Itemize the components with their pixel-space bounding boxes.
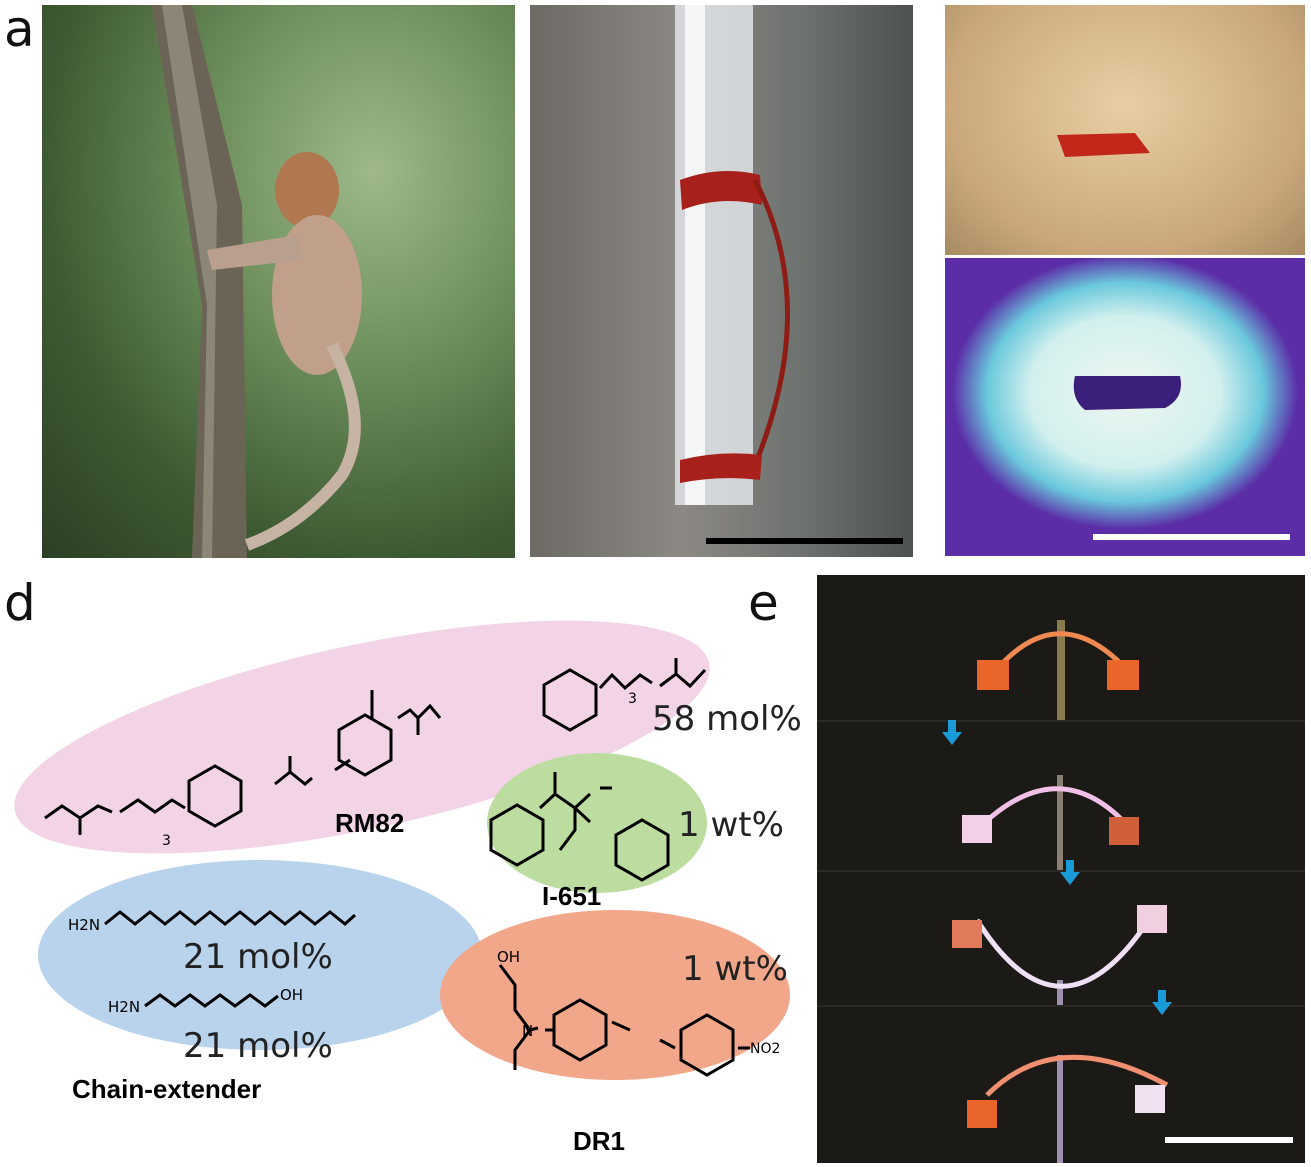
benzene-ring (679, 1013, 735, 1077)
amine-label-1: H2N (68, 916, 100, 934)
tube-with-ribbon (675, 5, 903, 544)
panel-label-e: e (748, 574, 779, 632)
down-arrow-icon (1152, 990, 1172, 1015)
hydroxyl-label: OH (280, 986, 303, 1004)
i651-amount: 1 wt% (678, 805, 784, 845)
rm82-repeat-right: 3 (628, 691, 637, 707)
ribbon-photo-top (945, 5, 1305, 255)
actuation-frames (817, 620, 1305, 1163)
rm82-repeat-left: 3 (162, 833, 171, 849)
scale-bar-b (706, 538, 903, 544)
dr1-name: DR1 (573, 1126, 625, 1156)
dr1-nitro-label: NO2 (750, 1041, 780, 1057)
panel-label-d: d (4, 574, 36, 632)
down-arrow-icon (942, 720, 962, 745)
rm82-amount: 58 mol% (652, 699, 802, 739)
rm82-name: RM82 (335, 808, 404, 838)
scale-bar-e (1165, 1137, 1293, 1143)
red-ribbon (1057, 133, 1150, 157)
benzene-ring (489, 803, 545, 867)
chain-extender-name: Chain-extender (72, 1074, 261, 1104)
ribbon-photo-uv (945, 258, 1305, 556)
scale-bar-c (1093, 534, 1290, 540)
arrow-icons (942, 720, 1172, 1015)
benzene-ring (552, 998, 608, 1062)
uv-ribbon (1073, 376, 1290, 540)
actuation-sequence-photo (817, 575, 1305, 1163)
dr1-amount: 1 wt% (682, 949, 788, 989)
dr1-nitrogen-label: N (522, 1022, 533, 1040)
benzene-ring (614, 818, 670, 882)
dr1-hydroxyl-label: OH (497, 948, 520, 966)
benzene-rings (187, 668, 735, 1077)
i651-name: I-651 (542, 881, 601, 911)
down-arrow-icon (1060, 860, 1080, 885)
benzene-ring (337, 713, 393, 777)
benzene-ring (542, 668, 598, 732)
i651-ellipse (487, 753, 707, 893)
dr1-ellipse (440, 910, 790, 1080)
monkey-photo (42, 5, 515, 558)
chain-amount-2: 21 mol% (183, 1026, 333, 1066)
tube-photo (530, 5, 913, 557)
panel-label-a: a (4, 0, 35, 58)
chain-amount-1: 21 mol% (183, 937, 333, 977)
bond-lines (44, 658, 750, 1070)
monkey-illustration (152, 5, 362, 558)
benzene-ring (187, 764, 243, 828)
amine-label-2: H2N (108, 998, 140, 1016)
